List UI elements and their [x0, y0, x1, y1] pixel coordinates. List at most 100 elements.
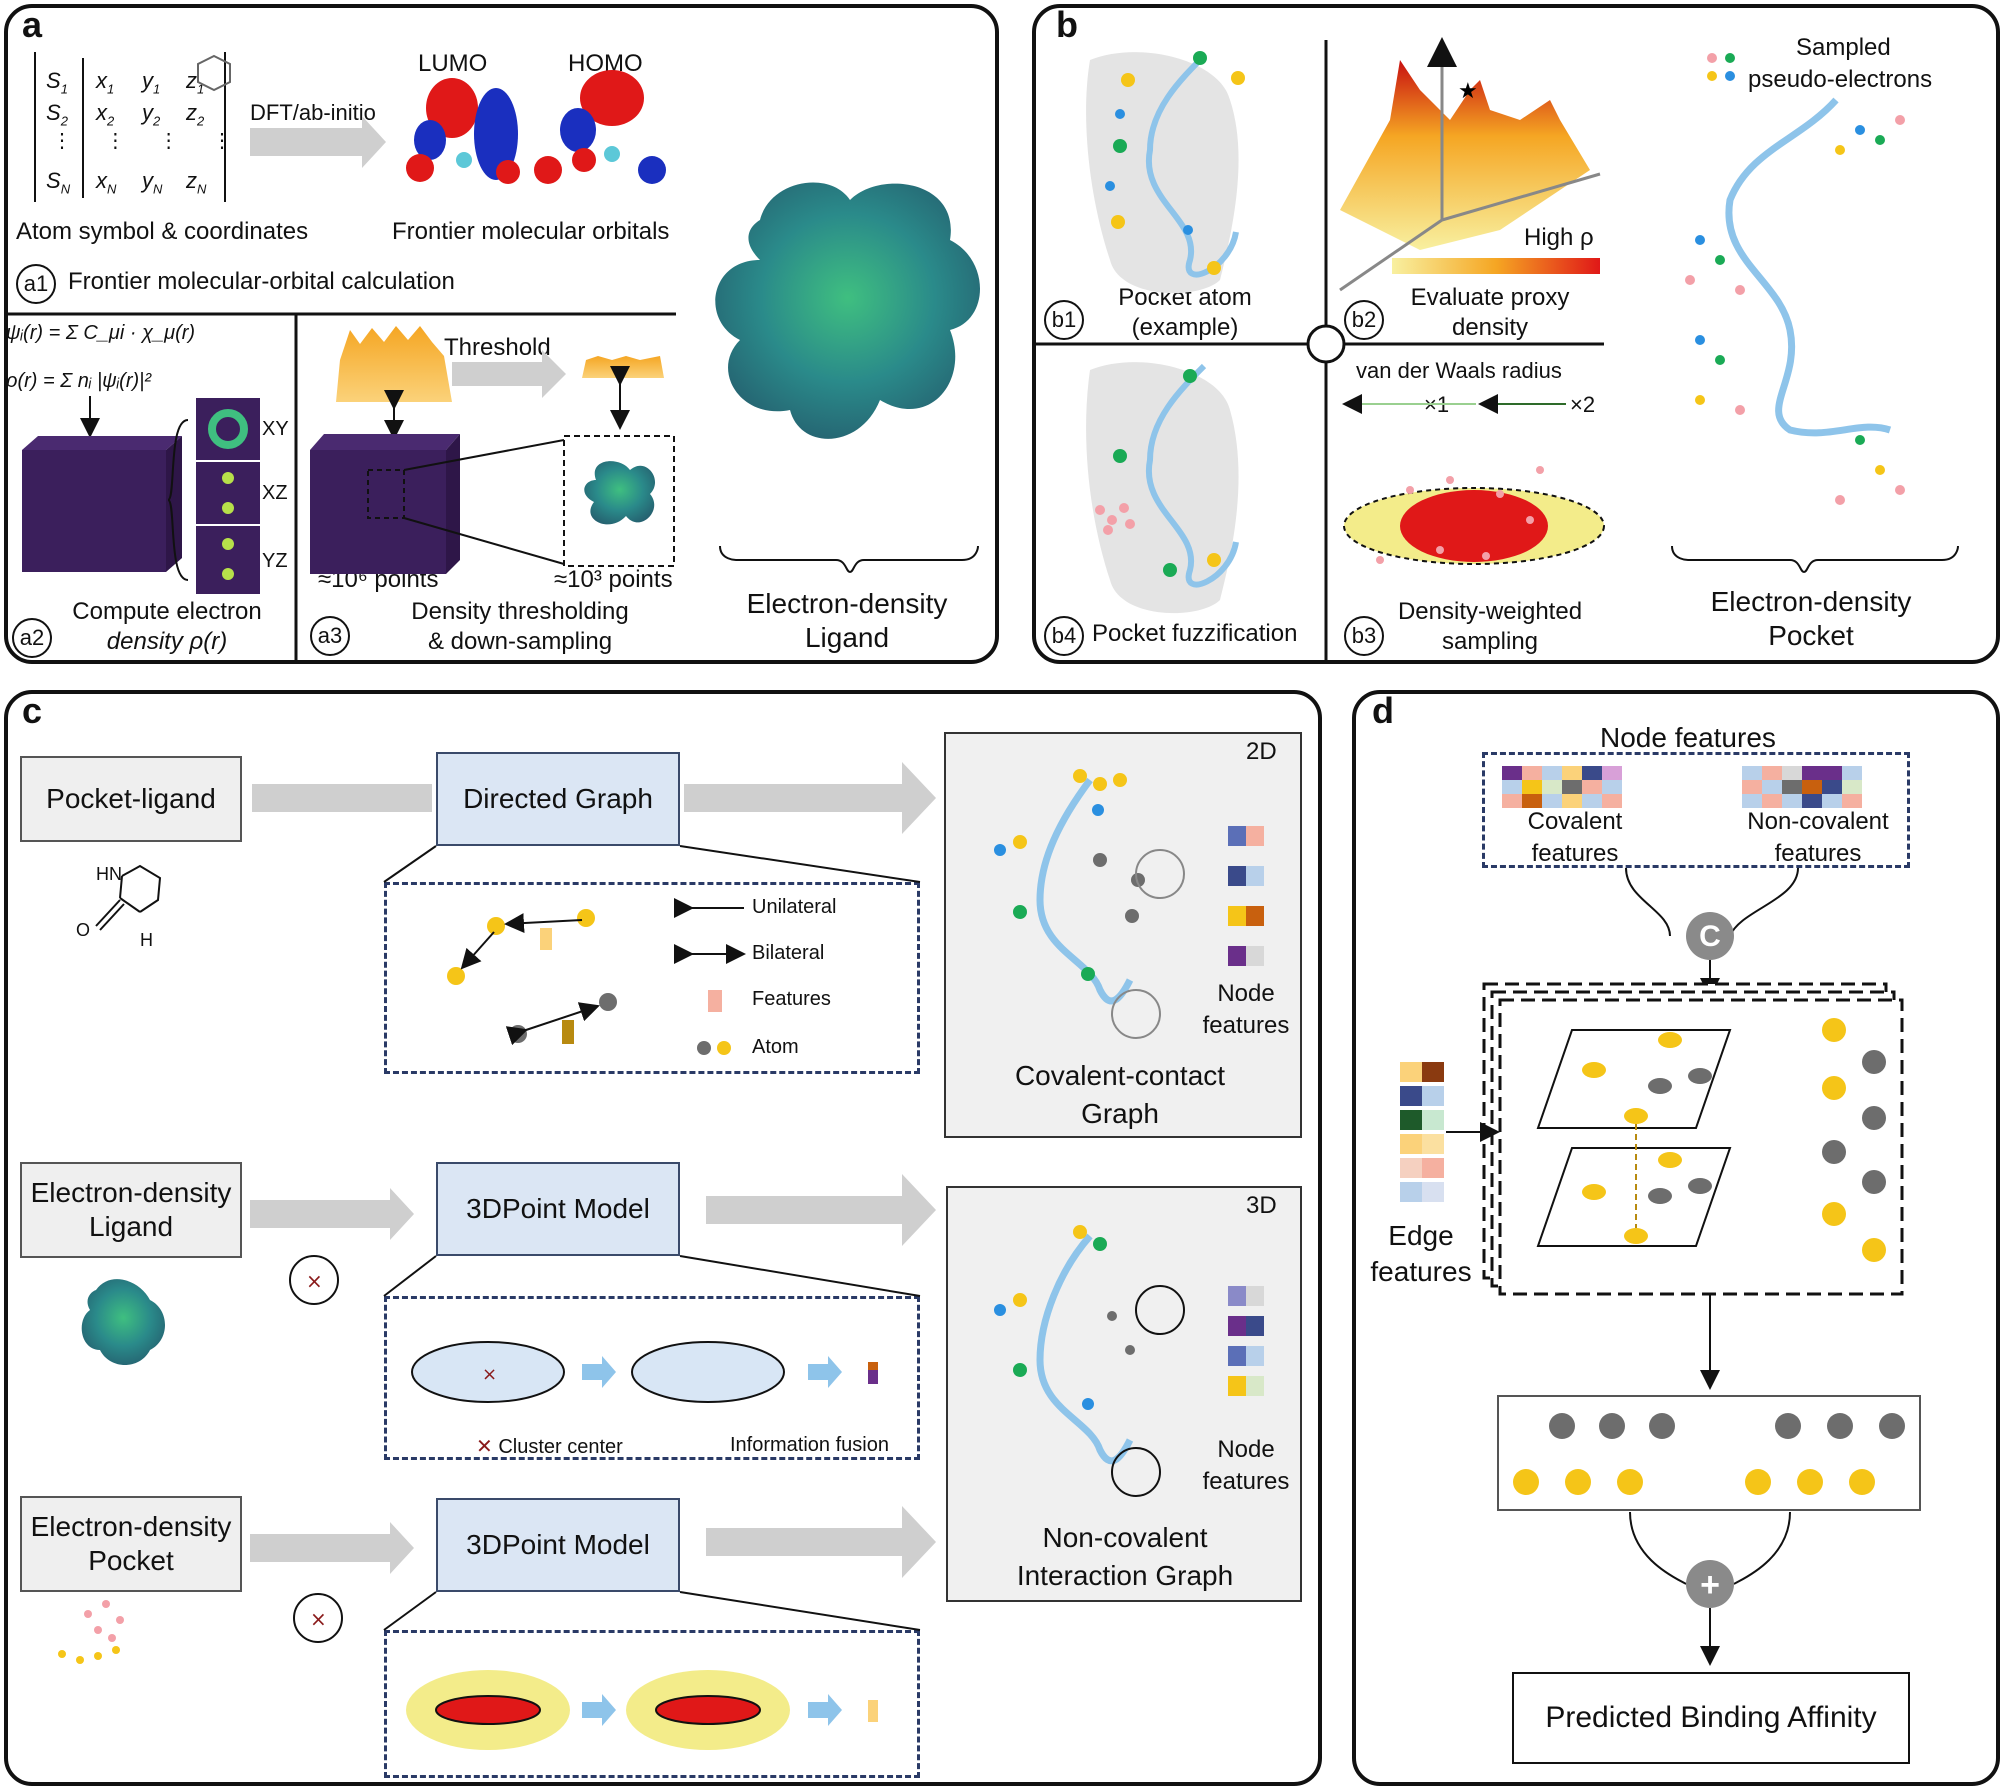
- a3-title-line1: Density thresholding: [411, 598, 629, 625]
- predicted-affinity-box: Predicted Binding Affinity: [1512, 1672, 1910, 1764]
- matrix-cell: yN: [142, 168, 163, 197]
- matrix-divider: [82, 58, 84, 198]
- ed-ligand-box: Electron-density Ligand: [20, 1162, 242, 1258]
- a1-title: Frontier molecular-orbital calculation: [68, 268, 455, 295]
- point-model-detail-2: [384, 1630, 920, 1778]
- pocket-title-line1: Electron-density: [1710, 586, 1912, 617]
- b1-title-line2: (example): [1131, 314, 1239, 341]
- b3-badge: b3: [1344, 616, 1384, 656]
- vdw-x1: ×1: [1424, 392, 1450, 417]
- edge-features-line2: features: [1370, 1256, 1472, 1287]
- matrix-cell: S1: [46, 68, 68, 97]
- covalent-title-line1: Covalent-contact: [1014, 1060, 1226, 1091]
- tag-2d: 2D: [1246, 738, 1277, 765]
- b2-title-line2: density: [1451, 314, 1529, 341]
- matrix-cell: zN: [186, 168, 207, 197]
- kmeans-label-2: K-Means: [256, 1528, 369, 1559]
- tag-3d: 3D: [1246, 1192, 1277, 1219]
- high-rho-label: High ρ: [1524, 224, 1594, 251]
- cluster-center-label: ✕ Cluster center: [476, 1436, 623, 1458]
- coordinate-matrix: [34, 52, 226, 202]
- a3-title-line2: & down-sampling: [427, 628, 613, 655]
- matrix-cell: y2: [142, 100, 161, 129]
- sampled-line2: pseudo-electrons: [1748, 66, 1933, 93]
- noncovalent-title-line2: Interaction Graph: [1016, 1560, 1234, 1591]
- a2-title-line1: Compute electron: [72, 598, 262, 625]
- point-model-box-2: 3DPoint Model: [436, 1498, 680, 1592]
- ligand-title-line1: Electron-density: [746, 588, 948, 619]
- b4-title: Pocket fuzzification: [1092, 620, 1298, 647]
- matrix-cell: SN: [46, 168, 71, 197]
- molecule-hn: HN: [96, 864, 122, 884]
- node-features-title: Node features: [1600, 722, 1776, 753]
- molecule-h: H: [140, 930, 153, 950]
- ligand-title-line2: Ligand: [804, 622, 890, 653]
- b2-badge: b2: [1344, 300, 1384, 340]
- ed-ligand-line2: Ligand: [88, 1211, 174, 1242]
- point-model-detail-1: [384, 1296, 920, 1460]
- a2-badge: a2: [12, 618, 52, 658]
- ed-ligand-line1: Electron-density: [30, 1177, 232, 1208]
- ed-pocket-box: Electron-density Pocket: [20, 1496, 242, 1592]
- vdw-title: van der Waals radius: [1356, 358, 1562, 383]
- panel-letter-a: a: [22, 4, 43, 45]
- matrix-cell: S2: [46, 100, 68, 129]
- noncovalent-features-line2: features: [1774, 840, 1862, 867]
- a3-badge: a3: [310, 616, 350, 656]
- directed-graph-box: Directed Graph: [436, 752, 680, 846]
- points-million: ≈10⁶ points: [318, 566, 439, 593]
- legend-unilateral: Unilateral: [752, 896, 837, 918]
- plane-label-yz: YZ: [262, 550, 288, 572]
- node-features-2d-line1: Node: [1217, 980, 1275, 1007]
- b1-title-line1: Pocket atom: [1118, 284, 1252, 311]
- lumo-label: LUMO: [418, 50, 488, 77]
- matrix-cell: y1: [142, 68, 161, 97]
- pocket-title-line2: Pocket: [1768, 620, 1854, 651]
- b2-title-line1: Evaluate proxy: [1410, 284, 1570, 311]
- equation-rho: ρ(r) = Σ nᵢ |ψᵢ(r)|²: [6, 370, 152, 392]
- matrix-cell: x1: [96, 68, 115, 97]
- equation-psi: ψᵢ(r) = Σ C_μi · χ_μ(r): [6, 322, 196, 344]
- kmeans-label-1: K-Means: [256, 1194, 369, 1225]
- graph-gprime-label: G': [1552, 1212, 1578, 1242]
- homo-label: HOMO: [568, 50, 643, 77]
- matrix-cell: xN: [96, 168, 117, 197]
- node-features-3d-line1: Node: [1217, 1436, 1275, 1463]
- a2-title-line2: density ρ(r): [106, 628, 228, 655]
- node-features-frame: [1482, 752, 1910, 868]
- legend-bilateral: Bilateral: [752, 942, 825, 964]
- matrix-cell: z2: [186, 100, 205, 129]
- b4-badge: b4: [1044, 616, 1084, 656]
- matrix-cell: x2: [96, 100, 115, 129]
- info-fusion-label: Information fusion: [730, 1434, 889, 1456]
- points-thousand: ≈10³ points: [554, 566, 673, 593]
- sampled-line1: Sampled: [1796, 34, 1891, 61]
- edge-features-line1: Edge: [1388, 1220, 1454, 1251]
- atom-label: atom: [1147, 179, 1201, 206]
- b3-title-line2: sampling: [1441, 628, 1539, 655]
- panel-letter-c: c: [22, 690, 43, 731]
- atom-star-label: ★atom: [1126, 179, 1201, 206]
- ed-pocket-line2: Pocket: [88, 1545, 174, 1576]
- vdw-x2: ×2: [1570, 392, 1596, 417]
- panel-letter-d: d: [1372, 690, 1394, 731]
- plane-label-xy: XY: [262, 418, 289, 440]
- covalent-title-line2: Graph: [1081, 1098, 1159, 1129]
- covalent-features-line1: Covalent: [1527, 808, 1623, 835]
- ed-pocket-line1: Electron-density: [30, 1511, 232, 1542]
- gcn-title: Heterogeneous GCN Fusion: [1550, 1266, 1853, 1293]
- covalent-features-line2: features: [1531, 840, 1619, 867]
- plane-label-xz: XZ: [262, 482, 288, 504]
- cluster-center-text: Cluster center: [498, 1436, 623, 1458]
- b3-title-line1: Density-weighted: [1397, 598, 1583, 625]
- panel-letter-b: b: [1056, 4, 1078, 45]
- legend-atom: Atom: [752, 1036, 799, 1058]
- ellipsis: ···: [1694, 1438, 1720, 1468]
- atom-caption: Atom symbol & coordinates: [16, 218, 309, 245]
- molecule-o: O: [76, 920, 91, 940]
- matrix-cell: z1: [186, 68, 205, 97]
- directed-graph-detail: [384, 882, 920, 1074]
- node-features-3d-line2: features: [1202, 1468, 1290, 1495]
- pocket-ligand-box: Pocket-ligand: [20, 756, 242, 842]
- noncovalent-title-line1: Non-covalent: [1042, 1522, 1208, 1553]
